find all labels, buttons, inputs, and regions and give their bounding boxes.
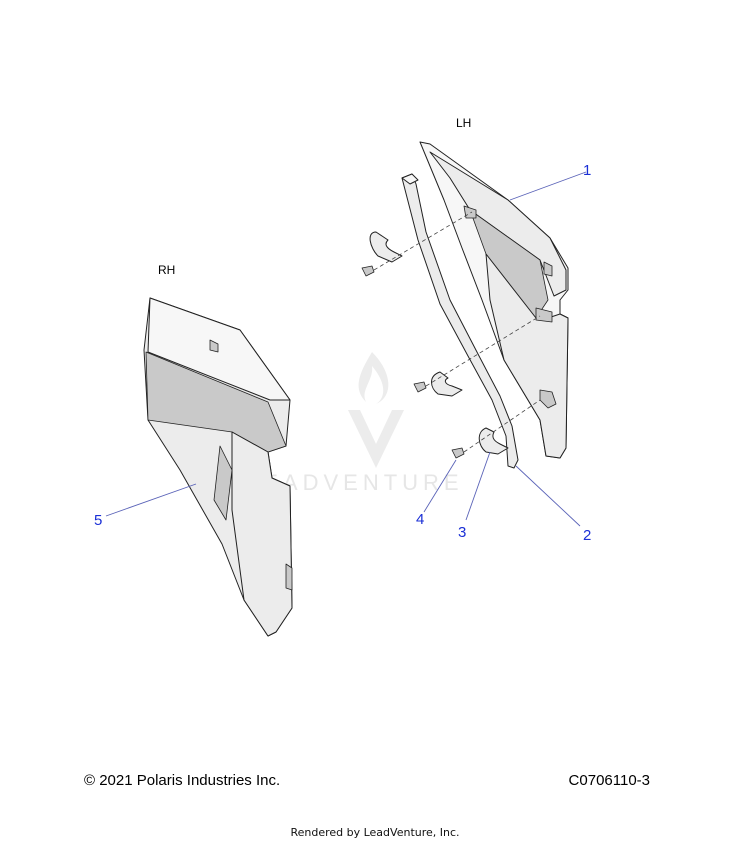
v-logo-icon	[348, 410, 404, 468]
lh-side-panel	[419, 141, 569, 459]
rh-label: RH	[158, 263, 175, 277]
assembly-lines	[373, 211, 541, 453]
diagram-code: C0706110-3	[568, 772, 650, 789]
copyright-text: © 2021 Polaris Industries Inc.	[84, 772, 281, 789]
leader-lines	[105, 171, 587, 527]
callout-4: 4	[416, 511, 424, 528]
callout-1: 1	[583, 162, 591, 179]
trim-strip	[401, 173, 519, 469]
screws	[361, 265, 465, 459]
rh-side-panel	[143, 297, 293, 637]
callout-5: 5	[94, 512, 102, 529]
callout-2: 2	[583, 527, 591, 544]
callout-3: 3	[458, 524, 466, 541]
lh-label: LH	[456, 116, 471, 130]
flame-logo-icon	[358, 352, 389, 404]
rendered-by-credit: Rendered by LeadVenture, Inc.	[290, 826, 460, 839]
